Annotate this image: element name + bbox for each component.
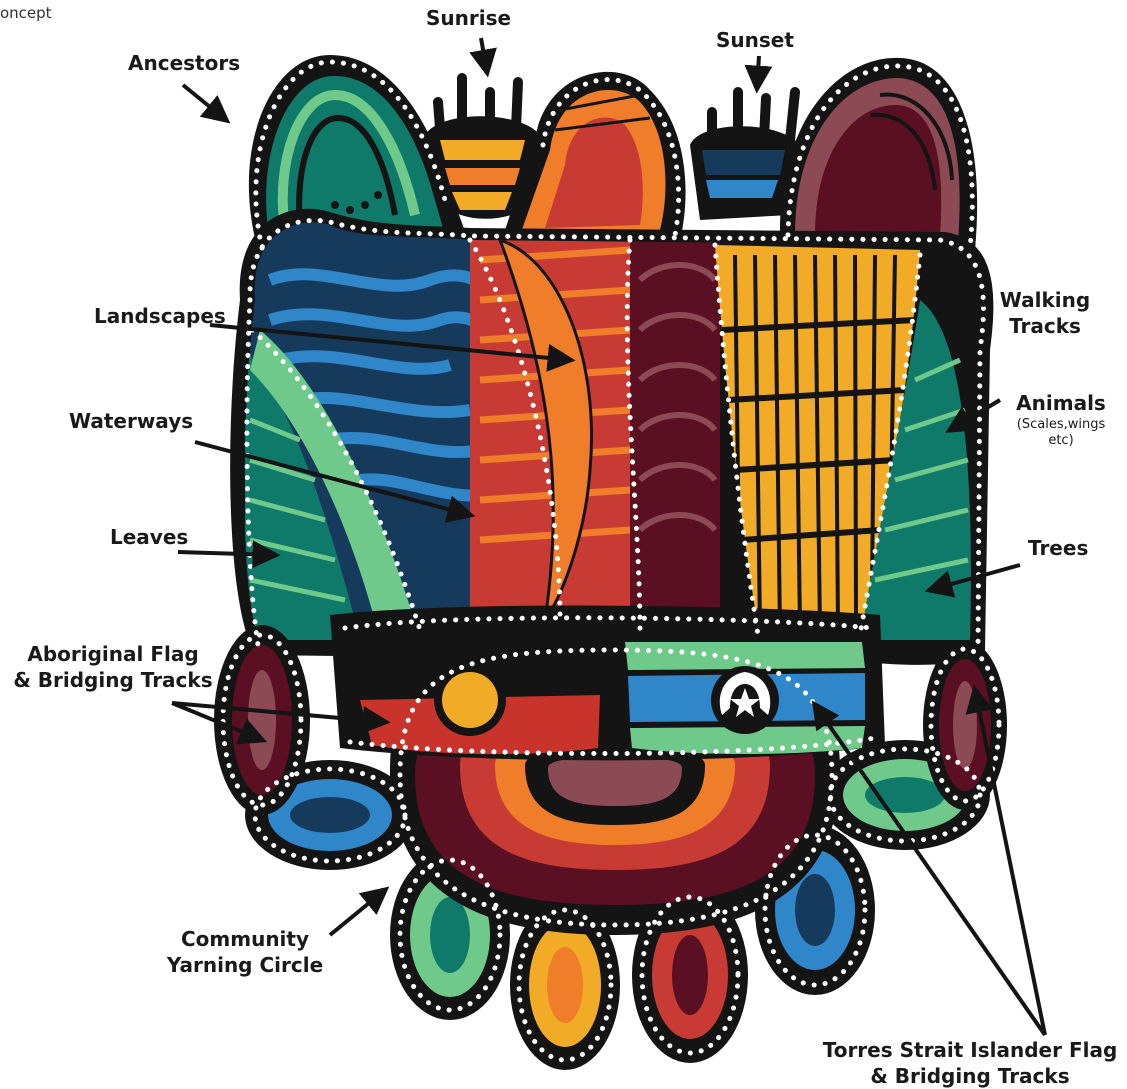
main-body xyxy=(230,209,993,665)
label-community-line1: Community xyxy=(160,926,330,952)
label-aboriginal-flag-line2: & Bridging Tracks xyxy=(8,667,218,693)
label-sunset: Sunset xyxy=(716,27,794,53)
label-walking-tracks-line1: Walking xyxy=(990,287,1100,313)
label-torres-strait-flag: Torres Strait Islander Flag & Bridging T… xyxy=(820,1037,1120,1089)
label-ancestors: Ancestors xyxy=(128,50,240,76)
label-waterways: Waterways xyxy=(69,408,193,434)
right-top-lobe xyxy=(780,58,977,250)
label-aboriginal-flag: Aboriginal Flag & Bridging Tracks xyxy=(8,641,218,693)
label-leaves: Leaves xyxy=(110,524,188,550)
corner-text: oncept xyxy=(0,4,52,22)
label-animals-sub-line2: etc) xyxy=(1006,433,1116,449)
label-walking-tracks: Walking Tracks xyxy=(990,287,1100,339)
label-torres-line2: & Bridging Tracks xyxy=(820,1063,1120,1089)
label-sunrise: Sunrise xyxy=(426,5,511,31)
label-animals-sub-line1: (Scales,wings xyxy=(1006,417,1116,433)
label-animals-sub: (Scales,wings etc) xyxy=(1006,417,1116,449)
label-walking-tracks-line2: Tracks xyxy=(990,313,1100,339)
label-community-line2: Yarning Circle xyxy=(160,952,330,978)
label-torres-line1: Torres Strait Islander Flag xyxy=(820,1037,1120,1063)
flag-band xyxy=(330,606,885,761)
label-trees: Trees xyxy=(1028,535,1088,561)
aboriginal-flag xyxy=(355,640,600,754)
torres-strait-flag xyxy=(625,642,865,754)
label-animals: Animals xyxy=(1006,390,1116,416)
label-aboriginal-flag-line1: Aboriginal Flag xyxy=(8,641,218,667)
label-community-yarning-circle: Community Yarning Circle xyxy=(160,926,330,978)
label-landscapes: Landscapes xyxy=(94,303,226,329)
